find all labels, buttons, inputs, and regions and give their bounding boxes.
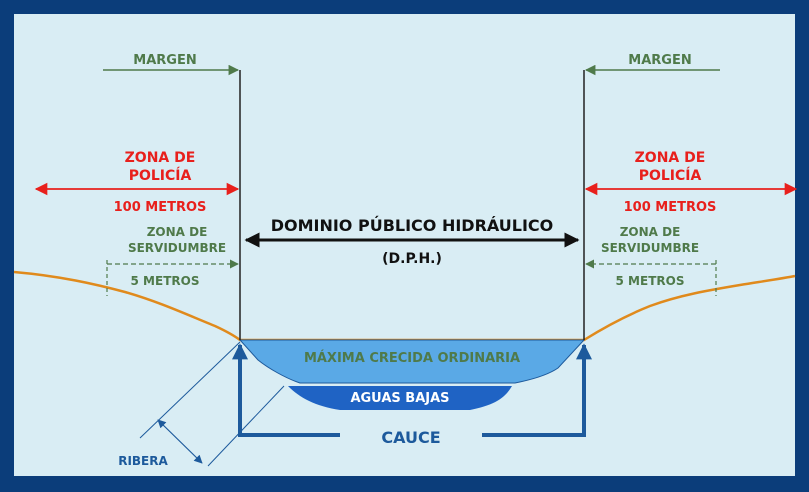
dph-title: DOMINIO PÚBLICO HIDRÁULICO	[271, 216, 554, 235]
right-police-zone-label-line1: ZONA DE	[635, 150, 706, 166]
bank-label: RIBERA	[118, 454, 168, 468]
right-easement-zone-label-line2: SERVIDUMBRE	[601, 241, 699, 255]
left-easement-distance: 5 METROS	[131, 274, 200, 288]
bank-extension-lower	[207, 385, 285, 467]
channel-label: CAUCE	[381, 428, 440, 447]
channel-left-arrow	[232, 343, 340, 437]
left-police-distance: 100 METROS	[114, 200, 207, 215]
right-margin-label: MARGEN	[628, 53, 691, 68]
right-police-distance: 100 METROS	[624, 200, 717, 215]
left-police-zone-label-line1: ZONA DE	[125, 150, 196, 166]
left-police-zone-label-line2: POLICÍA	[129, 167, 192, 184]
right-easement-distance: 5 METROS	[616, 274, 685, 288]
channel-right-arrow	[482, 343, 592, 437]
low-water	[288, 386, 512, 410]
left-easement-zone-label-line2: SERVIDUMBRE	[128, 241, 226, 255]
bank-extension-upper	[139, 341, 241, 439]
low-water-label: AGUAS BAJAS	[350, 391, 449, 406]
dph-abbrev: (D.P.H.)	[382, 251, 442, 267]
right-easement-zone-label-line1: ZONA DE	[620, 225, 681, 239]
max-flood-water	[238, 339, 586, 384]
left-margin-label: MARGEN	[133, 53, 196, 68]
bank-dimension-arrow	[157, 419, 203, 464]
left-easement-zone-label-line1: ZONA DE	[147, 225, 208, 239]
max-flood-label: MÁXIMA CRECIDA ORDINARIA	[304, 350, 520, 366]
right-police-zone-label-line2: POLICÍA	[639, 167, 702, 184]
